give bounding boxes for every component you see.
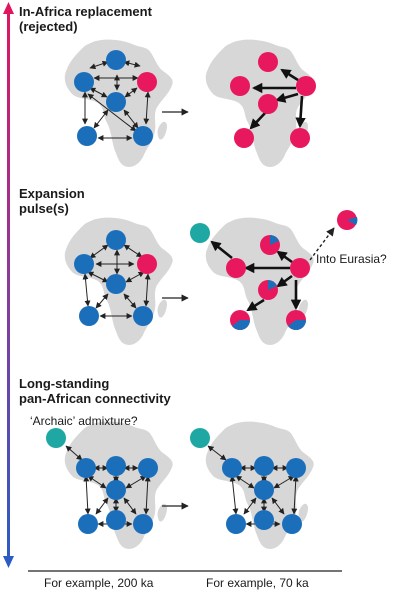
into-eurasia-label: Into Eurasia? [316, 252, 387, 266]
panel-2 [64, 210, 358, 345]
panel-1-title: In-Africa replacement (rejected) [19, 4, 152, 34]
nodes-before [74, 230, 157, 326]
connections-before [82, 244, 151, 319]
panel-3 [46, 421, 314, 549]
panel-2-title: Expansion pulse(s) [19, 186, 85, 216]
panel-3-title: Long-standing pan-African connectivity [19, 376, 171, 406]
connections-after [210, 240, 302, 312]
into-eurasia-arrow [309, 227, 335, 261]
panel-1 [64, 39, 316, 167]
archaic-admixture-label: ‘Archaic’ admixture? [30, 414, 138, 428]
time-axis-arrow-up [3, 2, 14, 14]
connections-before [82, 60, 151, 141]
nodes-before [46, 428, 158, 534]
time-axis-arrow-down [3, 556, 14, 568]
nodes-after [230, 52, 316, 148]
nodes-before [74, 50, 157, 146]
time-axis [7, 6, 10, 562]
connections-before [65, 445, 151, 527]
nodes-after [190, 210, 358, 331]
connections-after [249, 68, 306, 130]
x-label-70ka: For example, 70 ka [206, 576, 309, 590]
nodes-after [190, 428, 306, 534]
x-label-200ka: For example, 200 ka [44, 576, 154, 590]
